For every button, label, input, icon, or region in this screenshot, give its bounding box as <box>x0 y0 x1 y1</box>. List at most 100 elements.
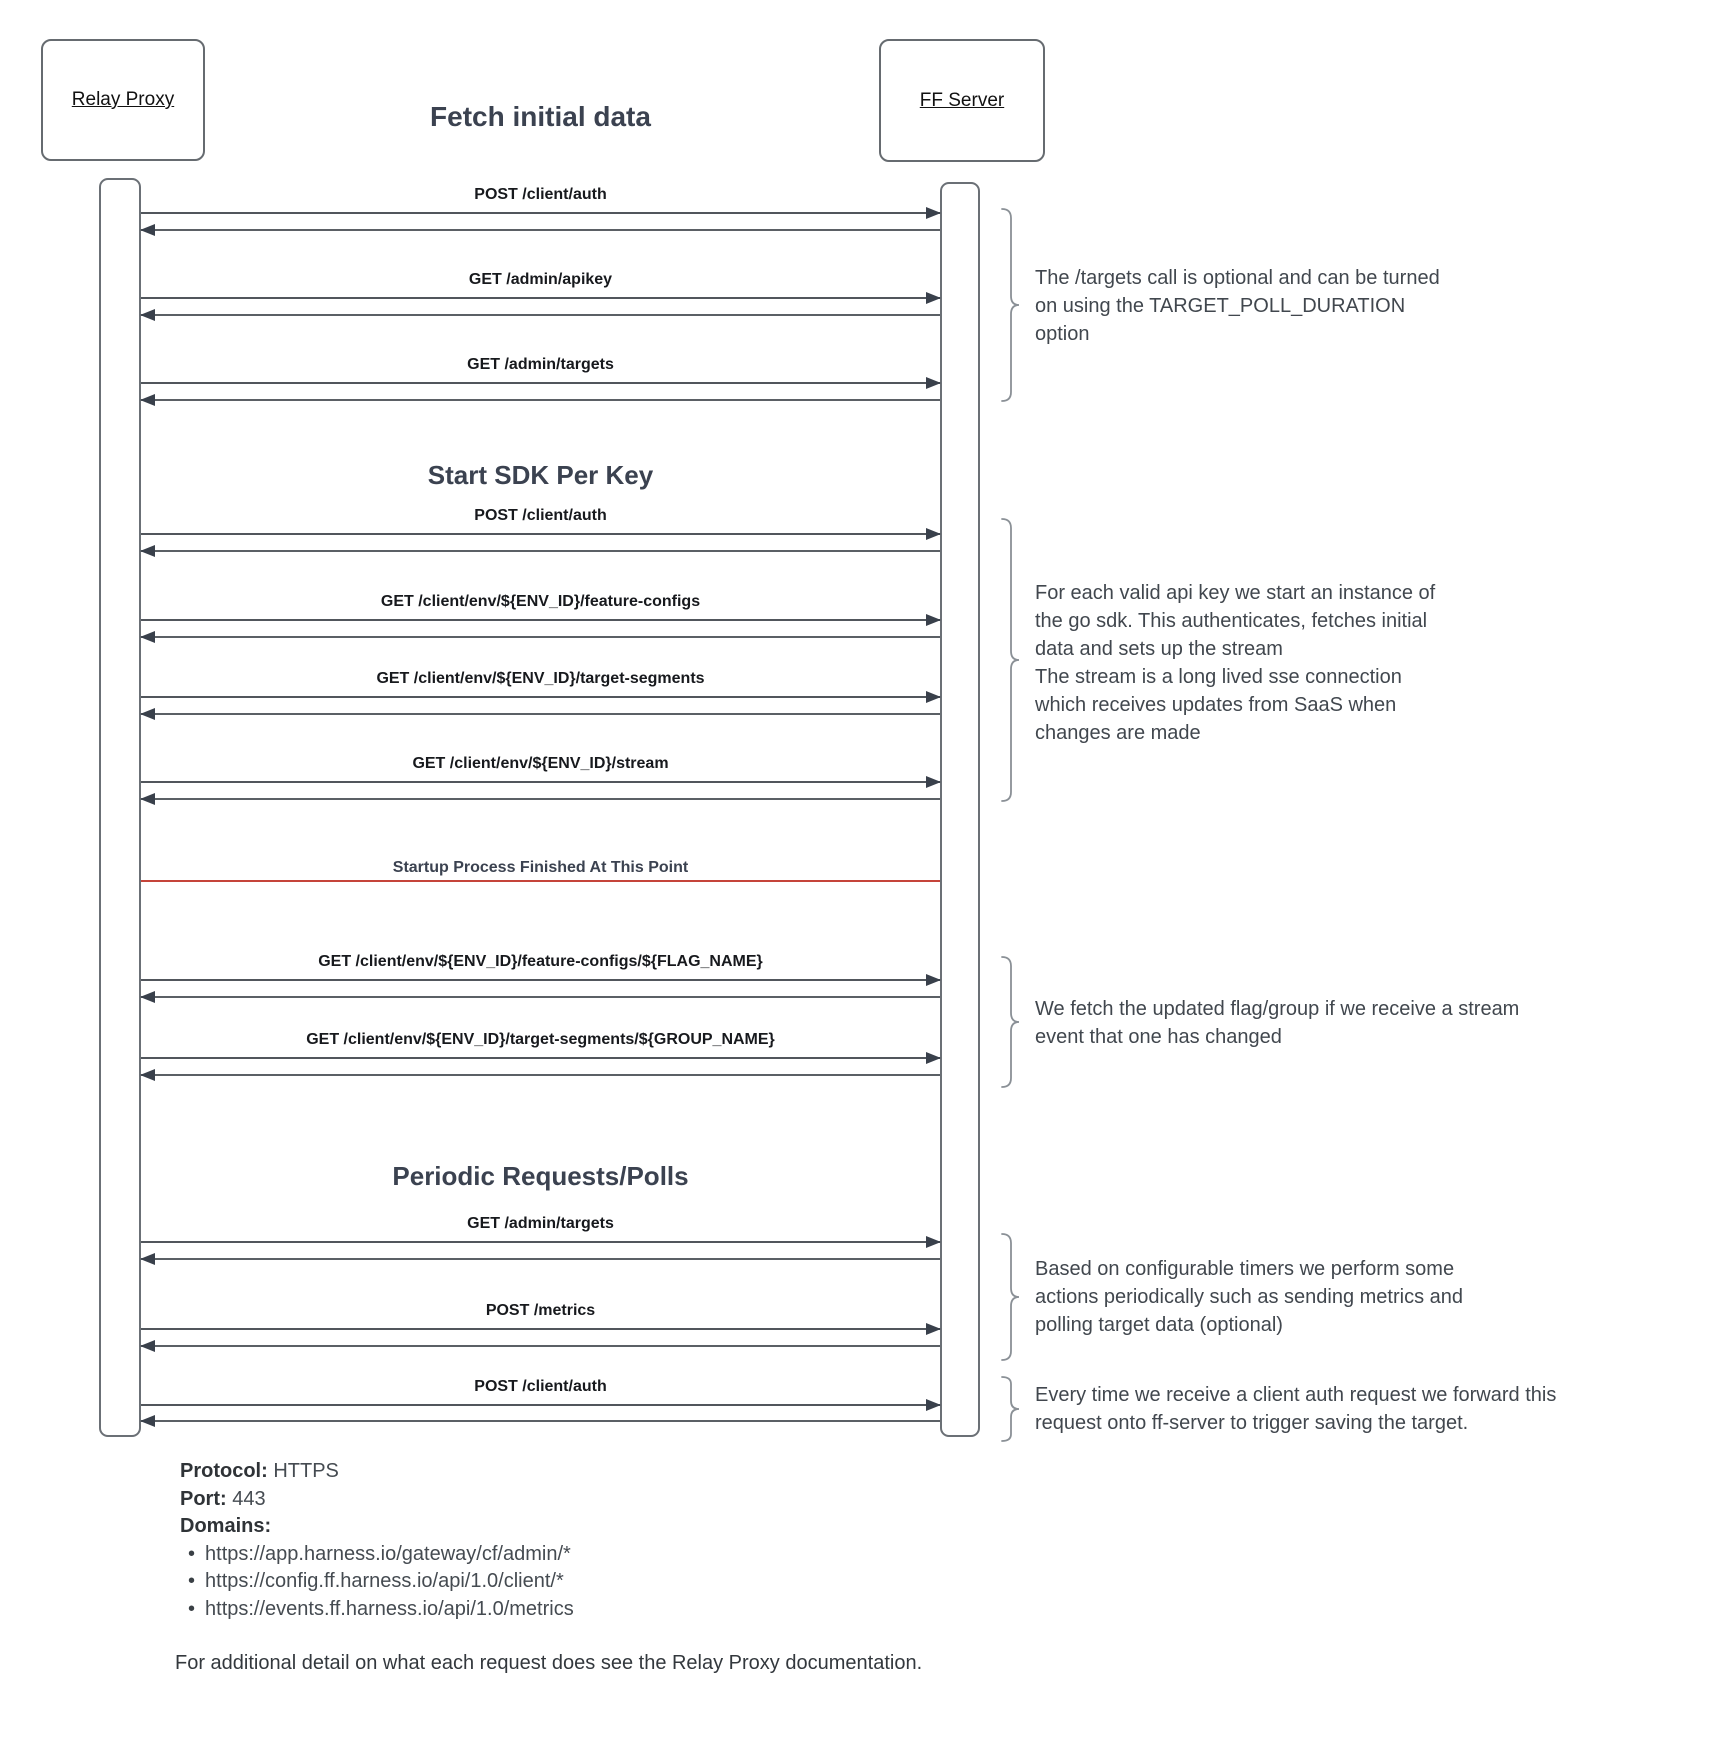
lifeline-bar-relay-proxy <box>99 178 141 1437</box>
message-label: POST /metrics <box>485 1302 596 1319</box>
arrowhead-right-icon <box>926 1323 941 1335</box>
message-label: POST /client/auth <box>474 507 607 524</box>
arrowhead-left-icon <box>140 1069 155 1081</box>
domains-label: Domains: <box>180 1515 272 1537</box>
request-arrow <box>141 528 941 540</box>
request-arrow <box>141 207 941 219</box>
participant-label-relay-proxy: Relay Proxy <box>71 89 175 110</box>
curly-brace-icon <box>1001 956 1020 1088</box>
annotation-periodic-timers: Based on configurable timers we perform … <box>1035 1258 1463 1336</box>
arrowhead-right-icon <box>926 974 941 986</box>
curly-brace-icon <box>1001 208 1020 402</box>
response-arrow <box>140 991 940 1003</box>
request-arrow <box>141 377 941 389</box>
protocol-label: Protocol: <box>180 1460 268 1482</box>
arrowhead-left-icon <box>140 1340 155 1352</box>
section-heading-periodic: Periodic Requests/Polls <box>392 1161 689 1191</box>
domain-url: https://app.harness.io/gateway/cf/admin/… <box>205 1542 571 1565</box>
annotation-client-auth-forward: Every time we receive a client auth requ… <box>1035 1384 1557 1434</box>
arrowhead-right-icon <box>926 1399 941 1411</box>
port-value: 443 <box>226 1487 266 1510</box>
message-label: POST /client/auth <box>474 186 607 203</box>
protocol-value: HTTPS <box>267 1460 339 1482</box>
request-arrow <box>141 776 941 788</box>
request-arrow <box>141 614 941 626</box>
curly-brace-icon <box>1001 518 1020 802</box>
response-arrow <box>140 309 940 321</box>
response-arrow <box>140 793 940 805</box>
annotation-targets-optional: The /targets call is optional and can be… <box>1035 267 1440 345</box>
bullet-icon: • <box>188 1542 196 1565</box>
request-arrow <box>141 974 941 986</box>
message-label: GET /admin/apikey <box>468 271 613 288</box>
response-arrow <box>140 545 940 557</box>
arrowhead-left-icon <box>140 1253 155 1265</box>
message-label: GET /client/env/${ENV_ID}/target-segment… <box>376 670 705 687</box>
startup-finished-line <box>141 880 940 882</box>
response-arrow <box>140 1069 940 1081</box>
bullet-icon: • <box>188 1570 196 1592</box>
message-label: POST /client/auth <box>474 1378 607 1395</box>
request-arrow <box>141 1323 941 1335</box>
message-label: GET /admin/targets <box>467 356 614 373</box>
arrowhead-left-icon <box>140 394 155 406</box>
curly-brace-icon <box>1001 1233 1020 1361</box>
arrowhead-right-icon <box>926 691 941 703</box>
response-arrow <box>140 708 940 720</box>
domains-row: Domains: <box>180 1513 574 1541</box>
message-label: GET /client/env/${ENV_ID}/stream <box>412 755 669 772</box>
diagram-title: Fetch initial data <box>430 101 651 132</box>
domain-url: https://events.ff.harness.io/api/1.0/met… <box>205 1597 574 1620</box>
domain-item: • https://events.ff.harness.io/api/1.0/me… <box>188 1596 574 1624</box>
message-label: GET /client/env/${ENV_ID}/target-segment… <box>306 1031 775 1048</box>
response-arrow <box>140 1415 940 1427</box>
participant-label-ff-server: FF Server <box>919 89 1005 111</box>
arrowhead-right-icon <box>926 776 941 788</box>
arrowhead-left-icon <box>140 1415 155 1427</box>
arrowhead-right-icon <box>926 377 941 389</box>
message-label: GET /admin/targets <box>467 1215 614 1232</box>
bullet-icon: • <box>188 1597 196 1620</box>
request-arrow <box>141 292 941 304</box>
response-arrow <box>140 224 940 236</box>
annotation-sdk-per-key: For each valid api key we start an insta… <box>1035 582 1436 744</box>
request-arrow <box>141 1052 941 1064</box>
message-label: GET /client/env/${ENV_ID}/feature-config… <box>380 593 701 610</box>
arrowhead-right-icon <box>926 1236 941 1248</box>
request-arrow <box>141 1399 941 1411</box>
arrowhead-right-icon <box>926 528 941 540</box>
response-arrow <box>140 1253 940 1265</box>
startup-finished-label: Startup Process Finished At This Point <box>392 859 689 876</box>
participant-box-relay-proxy: Relay Proxy <box>41 39 205 161</box>
request-arrow <box>141 1236 941 1248</box>
request-arrow <box>141 691 941 703</box>
domain-item: • https://app.harness.io/gateway/cf/admin… <box>188 1541 574 1569</box>
port-label: Port: <box>180 1487 227 1510</box>
domain-item: • https://config.ff.harness.io/api/1.0/cl… <box>188 1568 574 1596</box>
arrowhead-left-icon <box>140 708 155 720</box>
arrowhead-left-icon <box>140 793 155 805</box>
arrowhead-left-icon <box>140 631 155 643</box>
connection-details: Protocol: HTTPS Port: 443 Domains: • http… <box>180 1458 574 1623</box>
domain-url: https://config.ff.harness.io/api/1.0/cli… <box>205 1570 564 1592</box>
arrowhead-left-icon <box>140 991 155 1003</box>
response-arrow <box>140 631 940 643</box>
arrowhead-right-icon <box>926 614 941 626</box>
arrowhead-right-icon <box>926 207 941 219</box>
participant-box-ff-server: FF Server <box>879 39 1045 162</box>
documentation-note: For additional detail on what each reque… <box>175 1652 923 1674</box>
section-heading-start-sdk: Start SDK Per Key <box>427 460 654 490</box>
message-label: GET /client/env/${ENV_ID}/feature-config… <box>318 953 763 970</box>
curly-brace-icon <box>1001 1376 1020 1442</box>
annotation-stream-event: We fetch the updated flag/group if we re… <box>1035 998 1520 1048</box>
protocol-row: Protocol: HTTPS <box>180 1458 574 1486</box>
arrowhead-left-icon <box>140 309 155 321</box>
response-arrow <box>140 1340 940 1352</box>
response-arrow <box>140 394 940 406</box>
arrowhead-left-icon <box>140 545 155 557</box>
arrowhead-right-icon <box>926 1052 941 1064</box>
arrowhead-left-icon <box>140 224 155 236</box>
port-row: Port: 443 <box>180 1486 574 1514</box>
arrowhead-right-icon <box>926 292 941 304</box>
